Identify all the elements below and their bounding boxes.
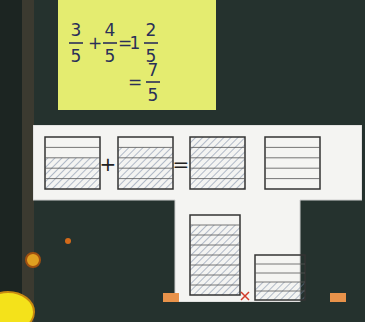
text-slot: 5: [148, 87, 159, 104]
math-symbol: 1: [130, 33, 141, 53]
text-slot: 5: [71, 48, 82, 65]
math-symbol: 3: [71, 20, 82, 40]
math-symbol: =: [173, 152, 190, 176]
magnet-dot: [65, 238, 71, 244]
text-slot: =: [128, 74, 142, 91]
text-slot: 1: [130, 35, 141, 52]
math-symbol: 7: [148, 60, 159, 80]
text-slot: 5: [105, 48, 116, 65]
text-slot: =: [173, 154, 190, 174]
math-symbol: 5: [148, 85, 159, 105]
paper-sheet: +=: [33, 125, 362, 302]
math-symbol: 2: [146, 20, 157, 40]
text-slot: +: [88, 35, 102, 52]
text-slot: 4: [105, 22, 116, 39]
yellow-magnet: [0, 292, 34, 322]
math-symbol: =: [128, 72, 142, 92]
board-edge: [0, 0, 22, 322]
sticky-card: 35+45=125=75: [58, 0, 216, 110]
math-symbol: 5: [105, 46, 116, 66]
math-symbol: +: [88, 33, 102, 53]
math-symbol: 5: [71, 46, 82, 66]
text-slot: 3: [71, 22, 82, 39]
text-slot: +: [100, 154, 117, 174]
text-slot: 2: [146, 22, 157, 39]
paper-outline: [33, 125, 362, 302]
clip: [330, 293, 346, 302]
board-frame: [22, 0, 34, 322]
math-symbol: 4: [105, 20, 116, 40]
text-slot: 7: [148, 62, 159, 79]
math-symbol: +: [100, 152, 117, 176]
magnet: [26, 253, 40, 267]
